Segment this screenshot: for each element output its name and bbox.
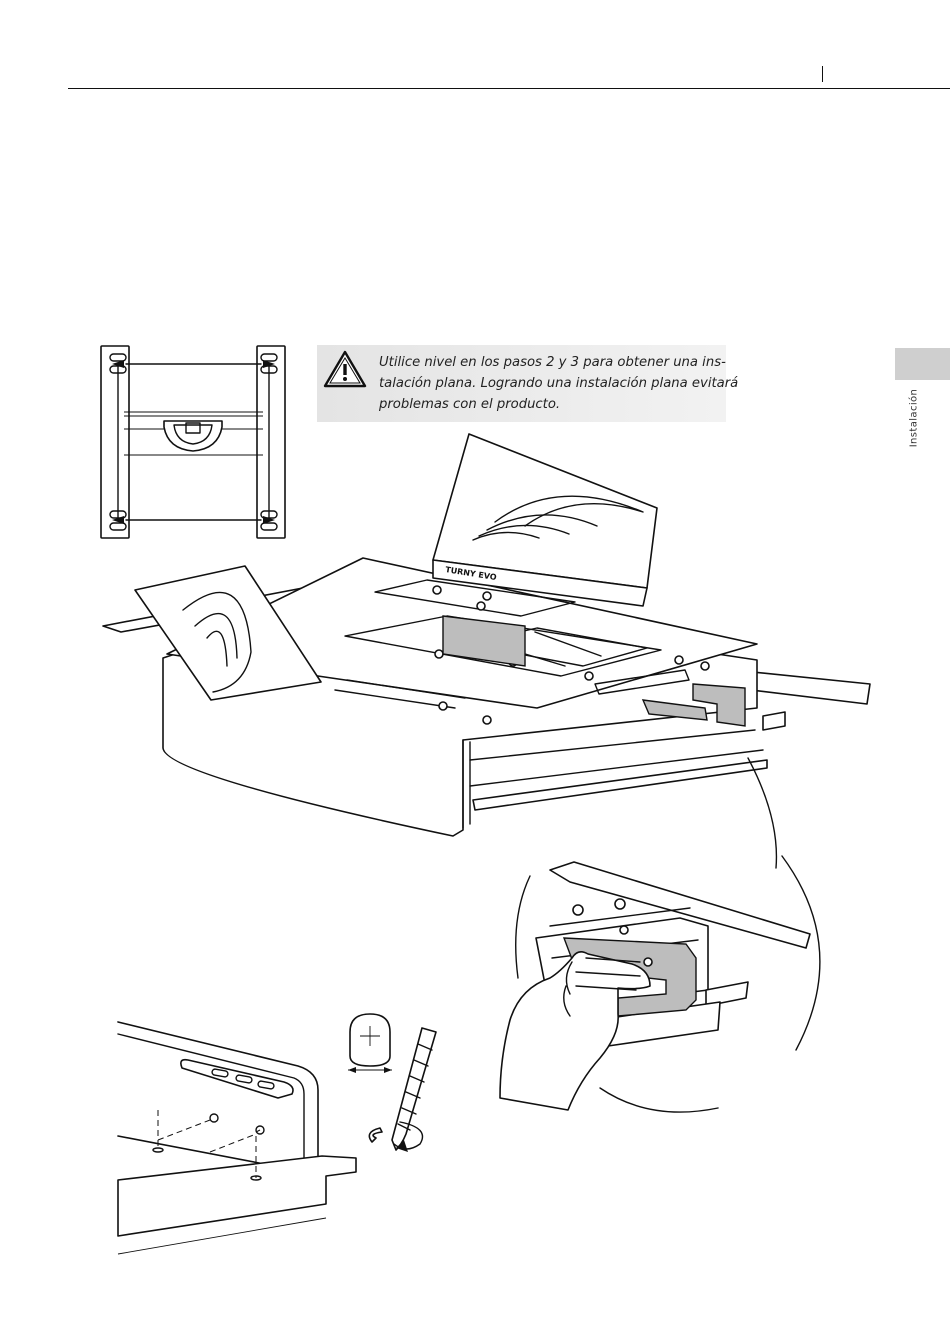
header-rule: [68, 88, 950, 89]
header-page-separator: [822, 66, 823, 82]
section-tab-label: Instalación: [909, 389, 920, 448]
warning-line-3: problemas con el producto.: [379, 394, 719, 415]
warning-triangle-icon: [323, 349, 367, 389]
warning-line-1: Utilice nivel en los pasos 2 y 3 para ob…: [379, 352, 719, 373]
bracket-zoom-illustration: [490, 758, 830, 1138]
section-tab-marker: [895, 348, 950, 380]
warning-line-2: talación plana. Logrando una instalación…: [379, 373, 719, 394]
warning-message: Utilice nivel en los pasos 2 y 3 para ob…: [379, 352, 719, 415]
drill-detail-illustration: [100, 1008, 460, 1268]
warning-box: Utilice nivel en los pasos 2 y 3 para ob…: [317, 345, 726, 422]
